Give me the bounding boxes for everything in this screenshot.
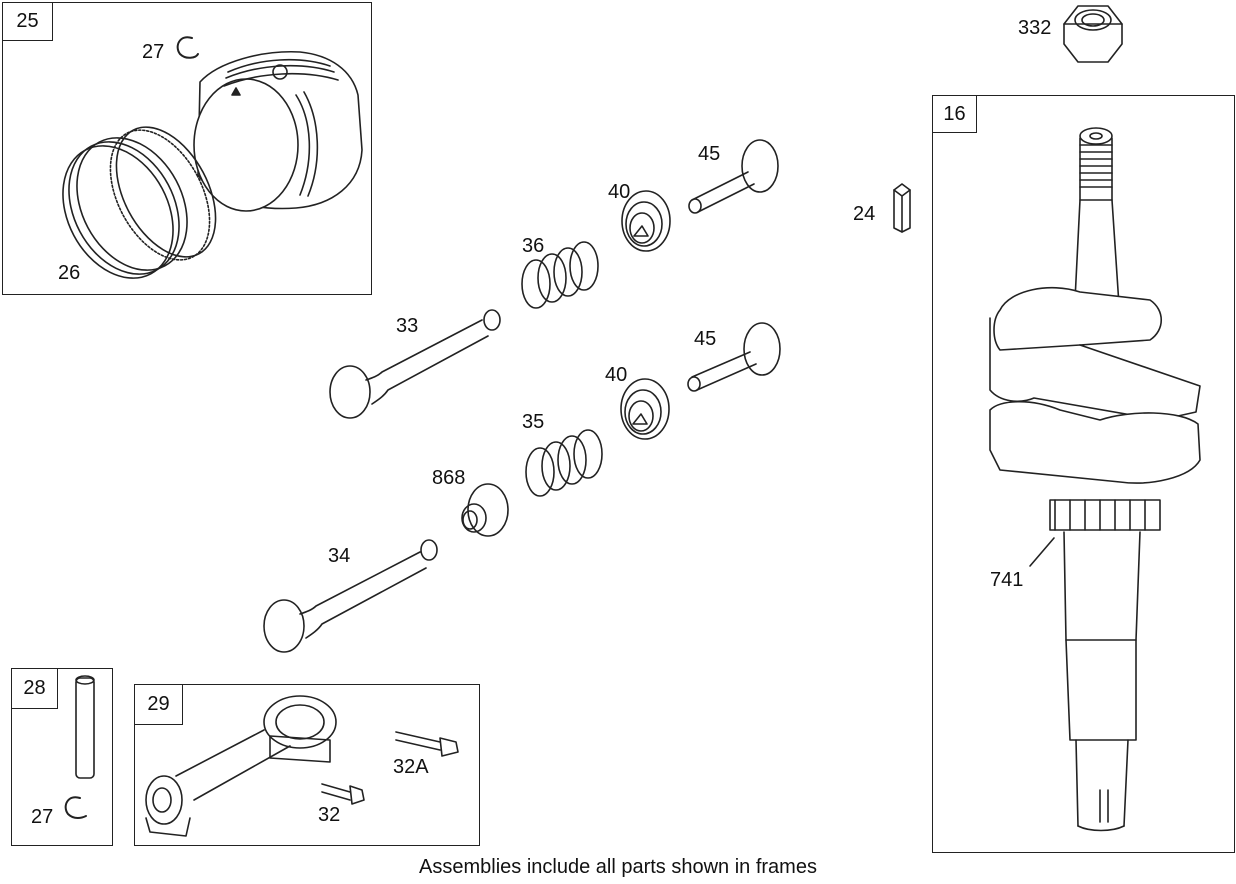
- valve-retainer-lower: [620, 378, 670, 440]
- callout-retainer-top: 27: [142, 41, 165, 63]
- exhaust-valve: [329, 309, 501, 419]
- callout-spring-lower: 35: [522, 411, 545, 433]
- rod-bolt-32a: [395, 731, 459, 757]
- woodruff-key: [893, 183, 911, 233]
- callout-retainer-pin: 27: [31, 806, 54, 828]
- piston: [193, 50, 363, 212]
- rod-bolt-32: [321, 783, 365, 805]
- piston-frame-number: 25: [3, 3, 53, 41]
- callout-retainer-upper: 40: [608, 181, 631, 203]
- piston-pin: [75, 675, 95, 779]
- retainer-clip-icon: [176, 36, 199, 59]
- rod-frame-number: 29: [135, 685, 183, 725]
- valve-rotator-lower: [687, 322, 781, 392]
- callout-exhaust-valve: 33: [396, 315, 419, 337]
- pin-frame-number: 28: [12, 669, 58, 709]
- pin-retainer-clip-icon: [64, 796, 87, 819]
- callout-nut: 332: [1018, 17, 1052, 39]
- piston-pin-frame: 28: [11, 668, 113, 846]
- piston-assembly-frame: 25: [2, 2, 372, 295]
- valve-rotator-upper: [688, 139, 779, 214]
- footer-caption: Assemblies include all parts shown in fr…: [419, 856, 817, 878]
- crankshaft-frame: 16: [932, 95, 1235, 853]
- callout-retainer-lower: 40: [605, 364, 628, 386]
- connecting-rod: [145, 695, 337, 837]
- callout-spring-upper: 36: [522, 235, 545, 257]
- callout-rotator-lower: 45: [694, 328, 717, 350]
- crankshaft: [989, 127, 1201, 832]
- callout-key: 24: [853, 203, 876, 225]
- valve-spring-lower: [525, 429, 603, 497]
- callout-gear: 741: [990, 569, 1024, 591]
- connecting-rod-frame: 29: [134, 684, 480, 846]
- gear-leader-line: [1029, 537, 1055, 567]
- intake-valve: [263, 539, 438, 653]
- valve-seal: [461, 483, 509, 537]
- valve-spring-upper: [521, 241, 599, 309]
- callout-rotator-upper: 45: [698, 143, 721, 165]
- crankshaft-frame-number: 16: [933, 96, 977, 133]
- callout-bolt-32: 32: [318, 804, 341, 826]
- hex-nut: [1063, 5, 1123, 63]
- callout-intake-valve: 34: [328, 545, 351, 567]
- valve-retainer-upper: [621, 190, 671, 252]
- callout-bolt-32a: 32A: [393, 756, 429, 778]
- piston-ring-set: [62, 126, 217, 279]
- callout-ring-set: 26: [58, 262, 81, 284]
- callout-seal: 868: [432, 467, 466, 489]
